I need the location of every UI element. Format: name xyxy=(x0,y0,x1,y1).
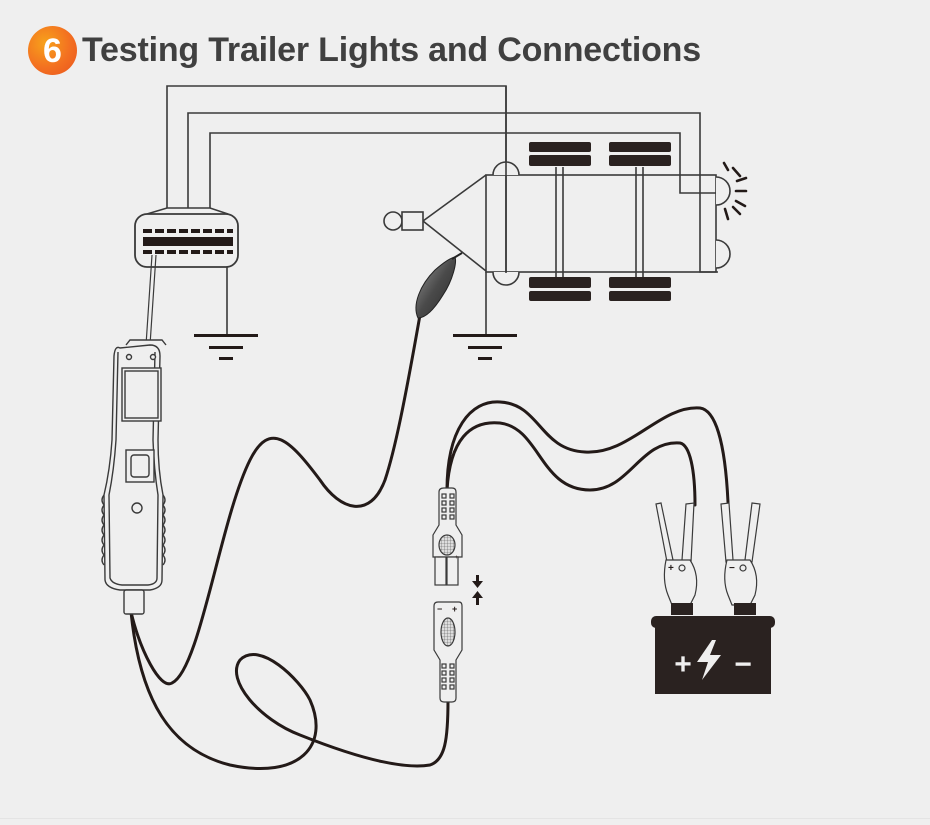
clamp-negative-label: − xyxy=(729,563,735,574)
battery-minus-symbol: − xyxy=(734,648,752,681)
wire-2 xyxy=(187,112,718,273)
clamp-positive-label: + xyxy=(668,563,674,574)
battery-terminal-positive xyxy=(671,603,693,615)
battery-terminal-negative xyxy=(734,603,756,615)
page-header: 6 Testing Trailer Lights and Connections xyxy=(28,26,701,75)
battery-cables xyxy=(445,400,730,507)
trailer-plug-icon xyxy=(134,207,239,268)
probe-cables xyxy=(129,313,450,771)
connect-arrows-icon xyxy=(472,575,483,605)
battery-clamp-icon xyxy=(655,502,698,606)
step-number-badge: 6 xyxy=(28,26,77,75)
trailer-wheels xyxy=(529,142,671,301)
alligator-clip-icon xyxy=(415,252,463,319)
trailer-icon xyxy=(383,86,717,286)
light-rays xyxy=(722,161,748,221)
page-title: Testing Trailer Lights and Connections xyxy=(82,31,701,69)
lightning-bolt-icon xyxy=(697,640,721,680)
battery-icon xyxy=(651,616,775,694)
connector-minus-label: − xyxy=(437,604,442,614)
trailer-light-icon xyxy=(715,176,731,269)
ground-symbol-icon xyxy=(453,272,517,360)
connector-plus-label: + xyxy=(455,555,459,561)
bottom-divider xyxy=(0,818,930,819)
quick-connector-icon xyxy=(433,601,463,703)
connector-minus-label: − xyxy=(437,555,441,561)
battery-plus-symbol: + xyxy=(674,648,692,681)
ground-symbol-icon xyxy=(194,267,258,360)
probe-tip-wire xyxy=(145,254,157,346)
circuit-tester-probe-icon xyxy=(101,339,167,615)
quick-connector-icon xyxy=(432,487,463,586)
connector-plus-label: + xyxy=(452,604,457,614)
battery-clamp-icon xyxy=(720,502,761,606)
wire-3 xyxy=(209,132,718,210)
